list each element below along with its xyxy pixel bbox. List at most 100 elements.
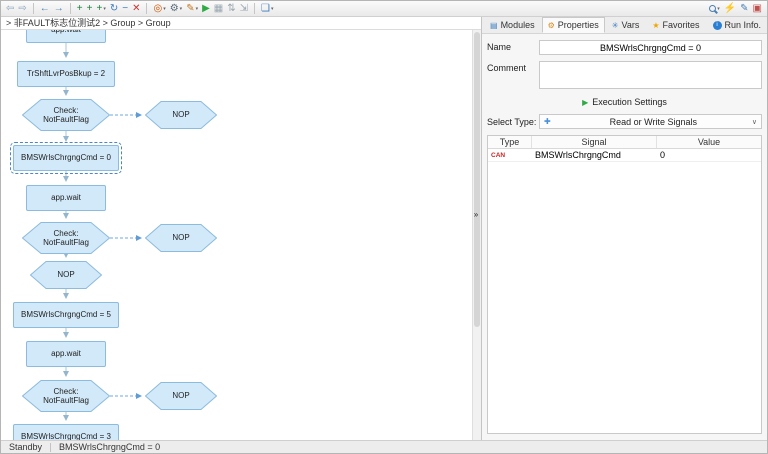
redo-icon[interactable]: → xyxy=(53,2,64,14)
flow-node[interactable]: app.wait xyxy=(26,341,106,367)
scrollbar-thumb[interactable] xyxy=(474,32,480,328)
comment-label: Comment xyxy=(487,63,527,73)
dropdown-caret-icon: ▾ xyxy=(103,5,106,12)
signals-icon: ✚ xyxy=(544,117,551,126)
breadcrumb[interactable]: > 非FAULT标志位测试2 > Group > Group xyxy=(1,17,481,30)
modules-icon: ▤ xyxy=(490,20,498,30)
node-label: NOP xyxy=(172,391,190,401)
node-label: app.wait xyxy=(51,349,81,359)
execution-settings-button[interactable]: ▶ Execution Settings xyxy=(576,96,673,108)
node-label: Check: NotFaultFlag xyxy=(43,228,89,247)
dropdown-caret-icon: ▾ xyxy=(717,5,720,12)
dropdown-caret-icon: ▾ xyxy=(271,5,274,12)
select-type-row: Select Type: ✚ Read or Write Signals ∨ xyxy=(487,114,762,129)
flow-node[interactable]: NOP xyxy=(145,224,217,252)
properties-form: Name Comment ▶ Execution Settings Select… xyxy=(482,34,767,440)
name-label: Name xyxy=(487,42,512,52)
column-header-value: Value xyxy=(697,137,721,147)
tab-properties[interactable]: ⚙Properties xyxy=(541,17,605,33)
dropdown-caret-icon: ▾ xyxy=(179,5,183,12)
report-icon[interactable]: ❏▾ xyxy=(261,2,274,14)
undo-icon[interactable]: ← xyxy=(39,2,50,14)
flow-node[interactable]: Check: NotFaultFlag xyxy=(22,222,110,254)
add-sibling-icon[interactable]: + xyxy=(86,2,93,14)
reorder-icon[interactable]: ⇅ xyxy=(227,2,236,14)
flow-node[interactable]: BMSWrlsChrgngCmd = 3 xyxy=(13,424,119,440)
run-icon[interactable]: ▶ xyxy=(202,2,210,14)
node-label: app.wait xyxy=(51,193,81,203)
main-toolbar: ⇦⇨←→+++▾↻−✕◎▾⚙▾✎▾▶▦⇅⇲❏▾ ▾⚡✎▣ xyxy=(1,1,767,17)
node-label: NOP xyxy=(57,270,75,280)
toolbar-separator xyxy=(32,3,34,14)
chevron-down-icon: ∨ xyxy=(751,118,757,126)
toolbar-separator xyxy=(146,3,148,14)
add-menu-icon[interactable]: +▾ xyxy=(96,2,106,14)
flow-edges xyxy=(63,43,142,421)
flow-node[interactable]: BMSWrlsChrgngCmd = 0 xyxy=(10,142,122,174)
flow-node[interactable]: app.wait xyxy=(26,185,106,211)
node-label: BMSWrlsChrgngCmd = 0 xyxy=(21,153,111,163)
info-icon: i xyxy=(712,20,722,30)
flow-node[interactable]: Check: NotFaultFlag xyxy=(22,99,110,131)
comment-textarea[interactable] xyxy=(539,61,762,89)
pen-icon[interactable]: ✎▾ xyxy=(186,2,199,14)
name-row: Name xyxy=(487,40,762,55)
select-type-label: Select Type: xyxy=(487,116,537,127)
settings-gear-icon[interactable]: ⚙▾ xyxy=(169,2,183,14)
nav-back-icon[interactable]: ⇦ xyxy=(6,2,15,14)
delete-icon[interactable]: ✕ xyxy=(132,2,141,14)
grid-icon[interactable]: ▦ xyxy=(213,2,224,14)
gear-icon: ⚙ xyxy=(547,20,555,30)
node-label: app.wait xyxy=(49,30,83,35)
can-type-badge: CAN xyxy=(491,151,506,159)
tab-modules[interactable]: ▤Modules xyxy=(484,17,541,33)
main-area: > 非FAULT标志位测试2 > Group > Group app xyxy=(1,17,767,440)
search-icon[interactable]: ▾ xyxy=(709,3,720,15)
name-input[interactable] xyxy=(539,40,762,55)
flow-node[interactable]: NOP xyxy=(145,382,217,410)
signals-table-header: Type Signal Value xyxy=(488,136,761,149)
add-step-icon[interactable]: + xyxy=(76,2,83,14)
dropdown-caret-icon: ▾ xyxy=(163,5,166,12)
panel-collapse-handle[interactable]: » xyxy=(473,210,479,219)
flash-icon[interactable]: ⚡ xyxy=(723,2,737,14)
node-label: NOP xyxy=(172,110,190,120)
tab-label: Modules xyxy=(500,20,535,30)
toolbar-separator xyxy=(254,3,256,14)
node-label: NOP xyxy=(172,233,190,243)
flow-node[interactable]: app.wait xyxy=(26,30,106,43)
flow-node[interactable]: NOP xyxy=(30,261,102,289)
flow-node[interactable]: NOP xyxy=(145,101,217,129)
expand-icon[interactable]: ⇲ xyxy=(239,2,249,14)
tab-favorites[interactable]: ★Favorites xyxy=(646,17,705,33)
select-type-combo[interactable]: ✚ Read or Write Signals ∨ xyxy=(539,114,762,129)
tab-vars[interactable]: ✳Vars xyxy=(606,17,646,33)
column-header-type: Type xyxy=(488,136,532,148)
nav-forward-icon[interactable]: ⇨ xyxy=(18,2,27,14)
signal-value: 0 xyxy=(660,150,666,160)
status-divider xyxy=(50,442,52,452)
node-label: Check: NotFaultFlag xyxy=(43,105,89,124)
node-label: TrShftLvrPosBkup = 2 xyxy=(26,69,106,79)
node-label: BMSWrlsChrgngCmd = 5 xyxy=(21,310,111,320)
flow-node[interactable]: TrShftLvrPosBkup = 2 xyxy=(17,61,115,87)
flow-node[interactable]: BMSWrlsChrgngCmd = 5 xyxy=(13,302,119,328)
toolbar-separator xyxy=(69,3,71,14)
remove-icon[interactable]: − xyxy=(122,2,129,14)
flow-node[interactable]: Check: NotFaultFlag xyxy=(22,380,110,412)
canvas-scrollbar[interactable] xyxy=(472,30,481,440)
comment-row: Comment xyxy=(487,61,762,89)
breakpoint-icon[interactable]: ◎▾ xyxy=(153,2,166,14)
save-layout-icon[interactable]: ▣ xyxy=(752,2,762,14)
tab-label: Properties xyxy=(557,20,599,30)
node-label: Check: NotFaultFlag xyxy=(43,386,89,405)
refresh-icon[interactable]: ↻ xyxy=(109,2,119,14)
edit-icon[interactable]: ✎ xyxy=(740,2,749,14)
